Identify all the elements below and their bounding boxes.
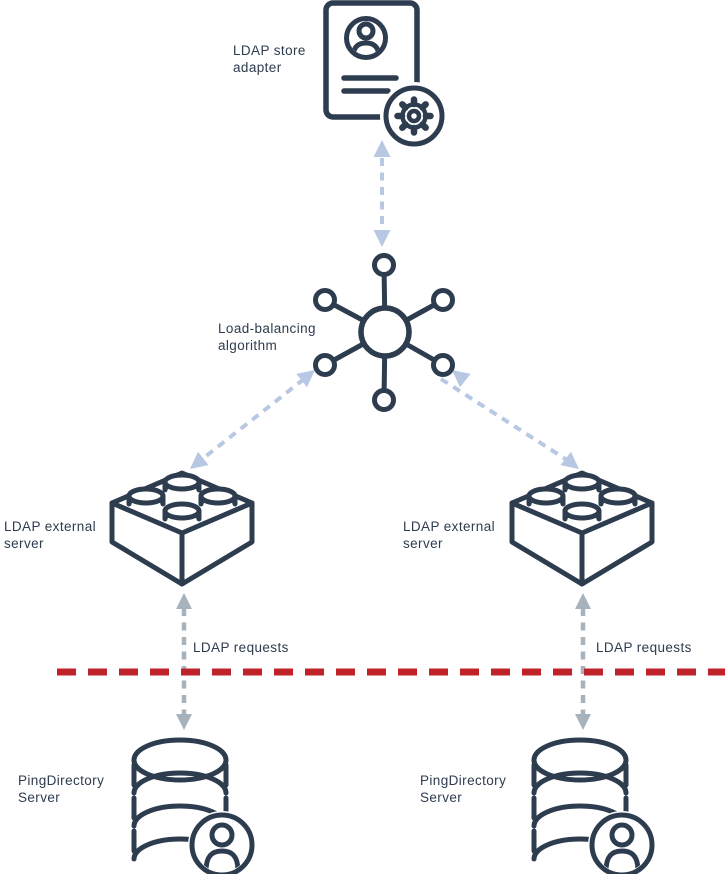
ldap-store-adapter-label: LDAP store adapter	[233, 43, 306, 75]
hub-spoke-icon	[313, 253, 455, 412]
ldap-requests-left-label: LDAP requests	[193, 640, 289, 655]
arrow-loadbalancer-to-right-server	[439, 370, 579, 469]
brick-studs	[526, 472, 638, 522]
arrow-right-server-to-pingdirectory	[575, 593, 591, 730]
user-badge-icon	[188, 811, 256, 874]
person-icon	[344, 16, 388, 60]
brick-icon	[109, 470, 255, 587]
id-card-outline	[323, 0, 420, 120]
arrow-loadbalancer-to-left-server	[190, 370, 315, 469]
ldap-requests-right-label: LDAP requests	[596, 640, 692, 655]
brick-icon	[509, 470, 655, 587]
load-balancing-algorithm-label: Load-balancing algorithm	[218, 321, 316, 353]
pingdirectory-server-left-label: PingDirectory Server	[18, 773, 105, 805]
arrow-left-server-to-pingdirectory	[176, 593, 192, 730]
arrow-adapter-to-loadbalancer	[373, 140, 391, 247]
database-user-icon	[531, 737, 656, 874]
pingdirectory-server-right-label: PingDirectory Server	[420, 773, 507, 805]
gear-icon	[380, 82, 448, 150]
id-card-with-gear-icon	[323, 0, 448, 150]
ldap-external-server-left-label: LDAP external server	[4, 519, 97, 551]
hub-center	[358, 305, 412, 359]
hub-nodes	[313, 253, 455, 412]
ldap-external-server-right-label: LDAP external server	[403, 519, 496, 551]
brick-studs	[126, 472, 238, 522]
database-user-icon	[131, 737, 256, 874]
user-badge-icon	[588, 811, 656, 874]
